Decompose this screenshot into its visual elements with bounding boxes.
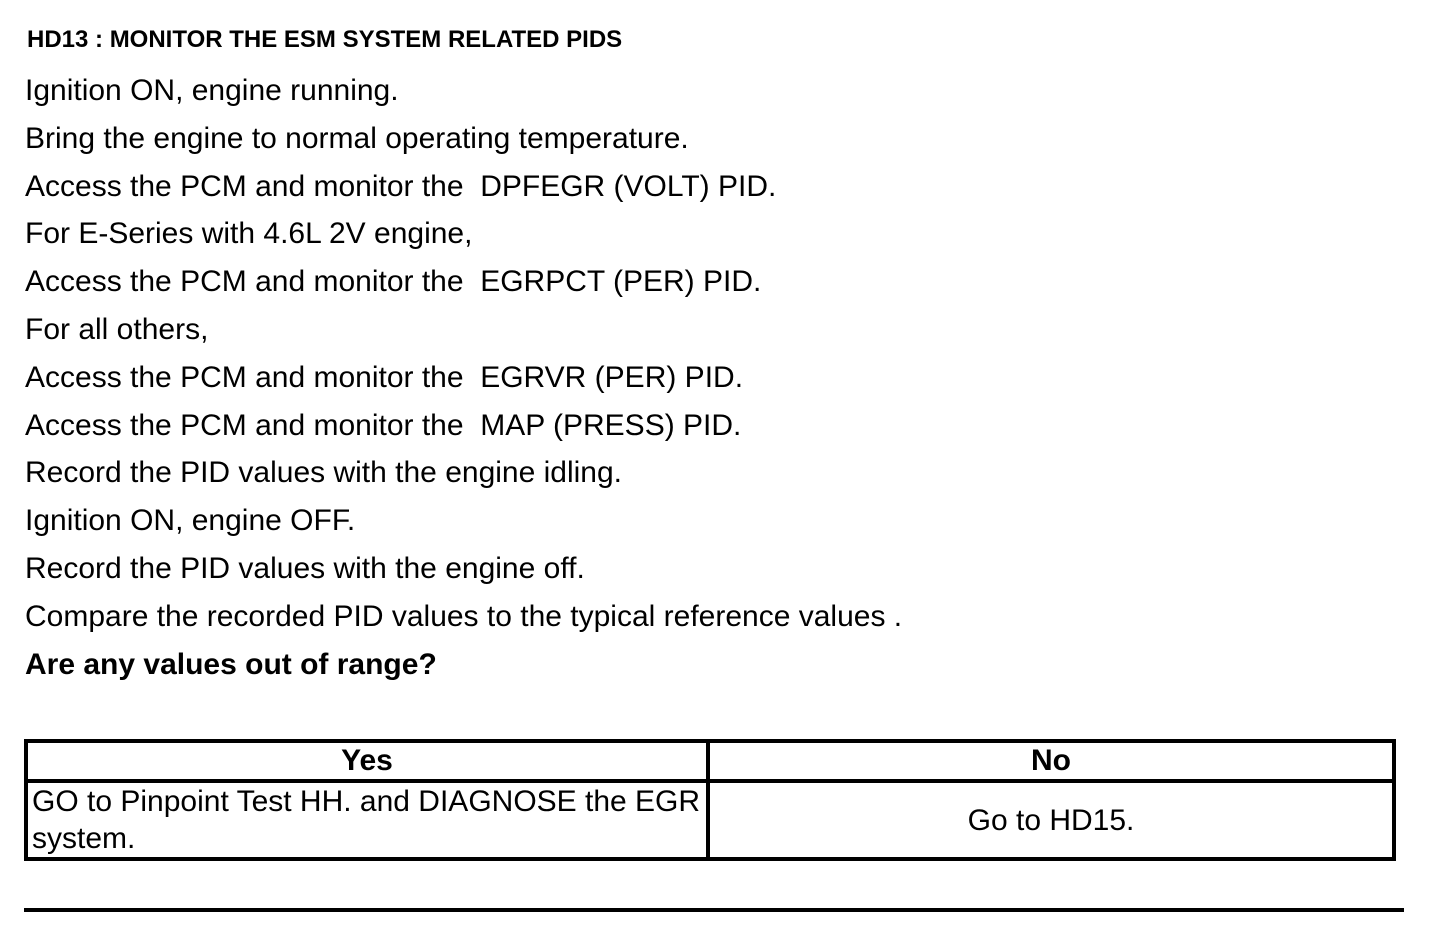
step-warm-engine: Bring the engine to normal operating tem… xyxy=(25,121,689,155)
decision-question: Are any values out of range? xyxy=(25,647,437,681)
step-monitor-egrvr: Access the PCM and monitor the EGRVR (PE… xyxy=(25,360,744,394)
no-header: No xyxy=(706,739,1396,783)
step-monitor-map: Access the PCM and monitor the MAP (PRES… xyxy=(25,408,742,442)
step-e-series-condition: For E-Series with 4.6L 2V engine, xyxy=(25,217,473,251)
step-record-idling: Record the PID values with the engine id… xyxy=(25,456,623,490)
section-divider xyxy=(24,908,1404,912)
no-action: Go to HD15. xyxy=(706,779,1396,861)
step-record-engine-off: Record the PID values with the engine of… xyxy=(25,551,585,585)
step-monitor-egrpct: Access the PCM and monitor the EGRPCT (P… xyxy=(25,265,762,299)
step-ignition-on-engine-off: Ignition ON, engine OFF. xyxy=(25,504,356,538)
decision-table-action-row: GO to Pinpoint Test HH. and DIAGNOSE the… xyxy=(24,779,1396,861)
yes-header: Yes xyxy=(24,739,710,783)
page-title: HD13 : MONITOR THE ESM SYSTEM RELATED PI… xyxy=(27,26,623,53)
step-monitor-dpfegr: Access the PCM and monitor the DPFEGR (V… xyxy=(25,169,777,203)
procedure-steps: Ignition ON, engine running. Bring the e… xyxy=(25,67,902,688)
yes-action: GO to Pinpoint Test HH. and DIAGNOSE the… xyxy=(24,779,710,861)
decision-table: Yes No GO to Pinpoint Test HH. and DIAGN… xyxy=(24,739,1396,861)
step-ignition-on-engine-running: Ignition ON, engine running. xyxy=(25,74,399,107)
decision-table-header-row: Yes No xyxy=(24,739,1396,783)
step-compare-values: Compare the recorded PID values to the t… xyxy=(25,599,903,633)
step-all-others-condition: For all others, xyxy=(25,312,209,346)
